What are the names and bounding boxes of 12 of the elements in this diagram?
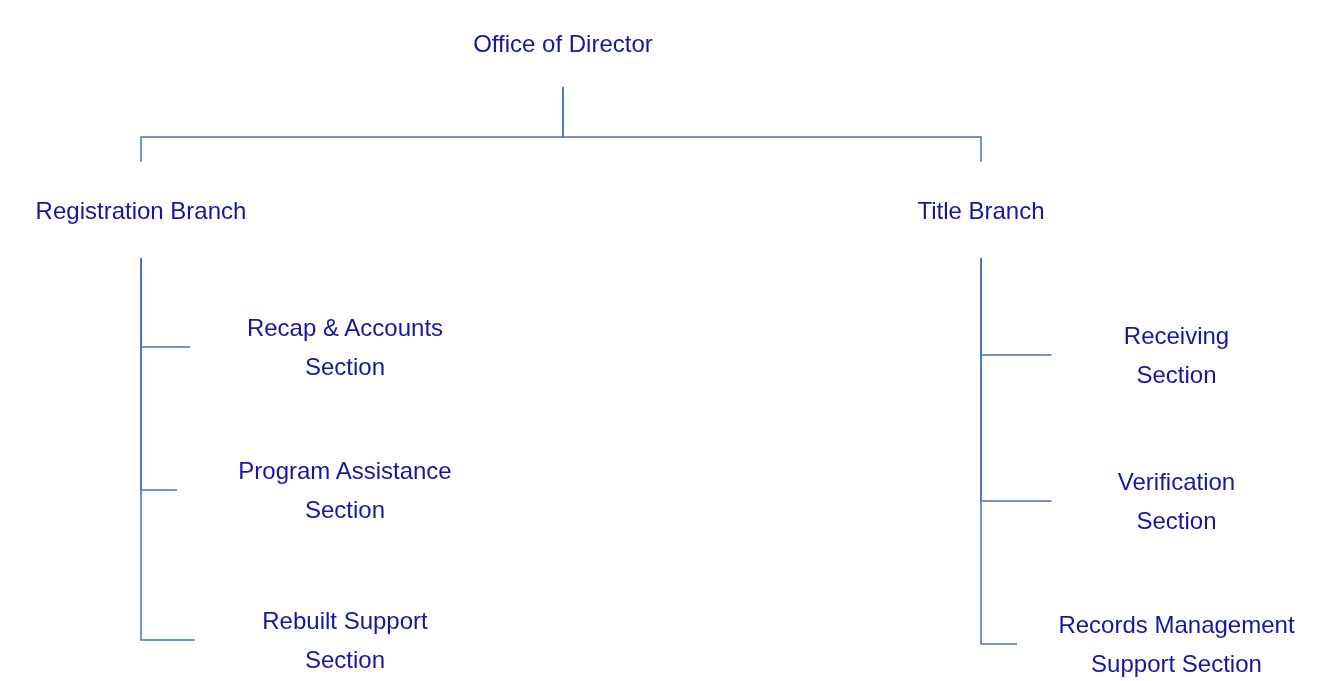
org-unit-label: Recap & Accounts Section	[177, 308, 513, 386]
org-unit-label: Program Assistance Section	[177, 451, 513, 529]
org-unit-label: Receiving Section	[1017, 316, 1336, 394]
org-unit-label: Rebuilt Support Section	[177, 601, 513, 679]
org-unit-label: Verification Section	[1017, 462, 1336, 540]
connector-line	[980, 257, 1018, 645]
connector-line	[140, 257, 196, 641]
org-unit-label: Title Branch	[871, 162, 1091, 258]
org-unit-label: Office of Director	[413, 0, 713, 87]
org-unit-label: Records Management Support Section	[1017, 605, 1336, 681]
connector-line	[562, 86, 982, 163]
org-unit-label: Registration Branch	[0, 162, 282, 258]
